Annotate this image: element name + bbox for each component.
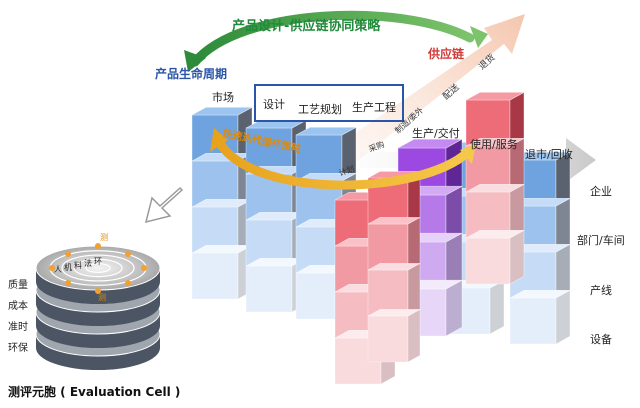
cell-ring-3 <box>85 263 111 273</box>
blue-cube-4-3-side <box>555 289 571 345</box>
red-cube-mid-3-top <box>367 309 421 317</box>
blue-cube-4-2-side <box>555 243 571 299</box>
strategy-arc-head-right <box>470 26 488 48</box>
red-cube-mid-2-side <box>407 262 421 317</box>
metric-environment: 环保 <box>8 341 28 354</box>
red-cube-mid-1-side <box>407 216 421 271</box>
strategy-arc-head-left <box>184 50 206 72</box>
evaluation-cell <box>35 243 161 370</box>
cell-label-person: 人 <box>54 265 62 274</box>
cell-dot-7 <box>125 280 131 286</box>
cell-ring-1 <box>61 254 135 282</box>
strategy-arc-arrow <box>190 10 475 67</box>
iteration-arc <box>213 135 473 190</box>
level-line: 产线 <box>590 283 612 297</box>
purple-cube-3-side <box>445 279 463 337</box>
red-cube-mid-2-top <box>367 263 421 271</box>
red-cube-mid-1-top <box>367 217 421 225</box>
retire-label: 退市/回收 <box>525 147 573 161</box>
blue-cube-4-1-side <box>555 197 571 253</box>
metric-cost: 成本 <box>8 299 28 312</box>
cell-dot-6 <box>65 280 71 286</box>
blue-cube-4-3-top <box>509 289 571 299</box>
red-cube-back-3-side <box>509 229 525 285</box>
cell-dot-1 <box>141 265 147 271</box>
red-cube-back-2-top <box>465 184 525 193</box>
stage-process: 工艺规划 <box>298 102 342 116</box>
top-strategy-label: 产品设计-供应链协同策略 <box>232 18 381 34</box>
cube-grid <box>191 91 571 385</box>
cell-label-method: 法 <box>84 258 92 268</box>
metric-quality: 质量 <box>8 279 28 291</box>
use-service-label: 使用/服务 <box>470 138 518 151</box>
cell-inner-label-top: 测 <box>100 233 108 242</box>
stage-design: 设计 <box>263 98 285 111</box>
cell-dot-0 <box>49 265 55 271</box>
to-cell-arrow <box>144 186 184 224</box>
stage-engineering: 生产工程 <box>352 100 396 114</box>
purple-cube-0-top <box>397 138 463 149</box>
supply-chain-arrow <box>330 14 525 170</box>
blue-cube-4-3-front <box>509 297 557 345</box>
cell-dot-3 <box>95 288 101 294</box>
red-cube-back-3-front <box>465 237 511 285</box>
level-equipment: 设备 <box>590 332 612 346</box>
red-cube-back-1-top <box>465 138 525 147</box>
blue-cube-1-3-front <box>245 265 293 313</box>
red-cube-back-0-top <box>465 92 525 101</box>
iteration-arc-head-left <box>210 128 228 152</box>
blue-cube-2-0-top <box>295 127 357 136</box>
blue-cube-0-0-top <box>191 107 253 116</box>
market-label: 市场 <box>212 90 234 104</box>
metric-ontime: 准时 <box>8 321 28 333</box>
red-cube-mid-3-front <box>367 315 409 363</box>
blue-cube-0-3-front <box>191 252 239 300</box>
red-cube-back-2-side <box>509 183 525 239</box>
production-delivery-label: 生产/交付 <box>412 126 460 140</box>
cell-dot-2 <box>95 243 101 249</box>
cell-dot-5 <box>125 251 131 257</box>
cell-ring-2 <box>73 258 123 278</box>
cell-dot-4 <box>65 251 71 257</box>
eval-cell-title: 测评元胞 ( Evaluation Cell ) <box>8 384 180 399</box>
lifecycle-title: 产品生命周期 <box>155 66 227 81</box>
blue-cube-3-3-side <box>489 279 505 335</box>
cell-label-material: 料 <box>74 260 82 270</box>
cell-label-env: 环 <box>94 257 102 266</box>
iteration-arc-head-right <box>460 144 476 164</box>
cell-label-machine: 机 <box>64 262 72 272</box>
level-department: 部门/车间 <box>577 233 625 247</box>
level-enterprise: 企业 <box>590 184 612 198</box>
red-cube-back-3-top <box>465 230 525 239</box>
supply-chain-title: 供应链 <box>427 46 465 61</box>
stage-box <box>254 84 404 122</box>
red-cube-mid-3-side <box>407 308 421 363</box>
cell-inner-label-bottom: 测 <box>98 293 106 302</box>
